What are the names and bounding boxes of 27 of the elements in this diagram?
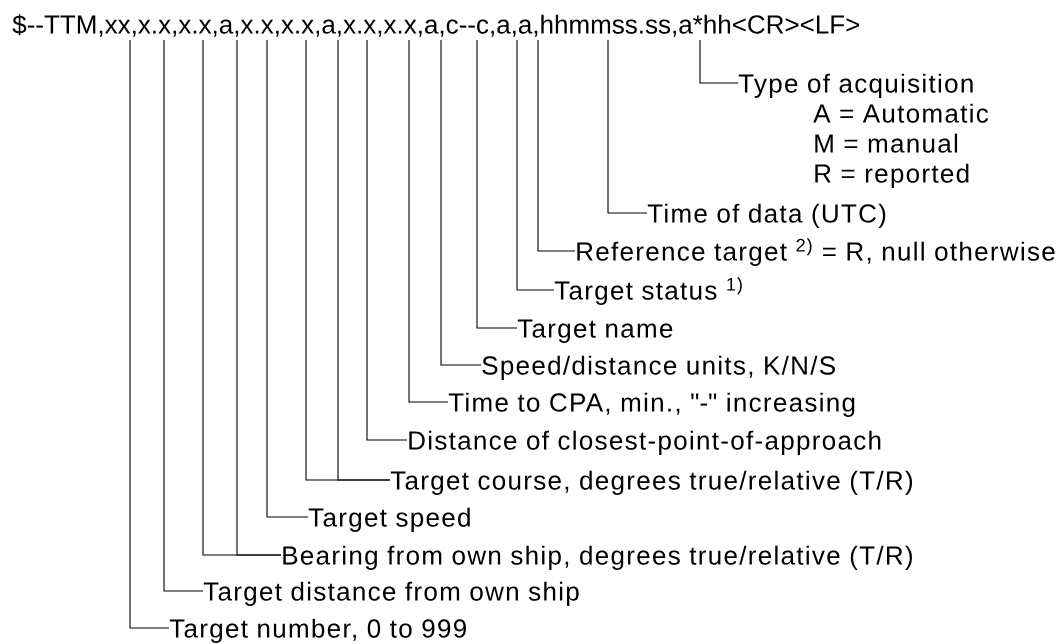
leader-line	[366, 39, 408, 441]
leader-line	[236, 39, 282, 556]
leader-line	[163, 39, 204, 592]
field-label: Type of acquisition A = Automatic M = manual R = reported	[738, 73, 989, 188]
field-label: Target status $^{1)}$	[554, 277, 742, 305]
leader-line	[408, 39, 449, 403]
field-label: Bearing from own ship, degrees true/relative (T/R)	[283, 545, 912, 570]
field-label: Distance of closest-point-of-approach	[409, 430, 881, 455]
field-label: Time to CPA, min., "-" increasing	[448, 392, 855, 417]
leader-line	[537, 39, 576, 252]
leader-line	[266, 39, 309, 518]
field-label: Target name	[517, 319, 673, 343]
field-label: Target speed	[308, 507, 470, 532]
leader-line	[607, 39, 648, 214]
leader-line	[129, 39, 170, 629]
field-label: Reference target $^{2)}$ = R, null otherwise	[577, 238, 1055, 266]
field-label: Target distance from own ship	[203, 581, 579, 606]
field-label: Target course, degrees true/relative (T/R)	[390, 470, 913, 495]
field-label: Time of data (UTC)	[647, 203, 886, 228]
leader-line	[337, 39, 391, 481]
leader-line	[699, 39, 739, 84]
field-label: Target number, 0 to 999	[169, 618, 466, 643]
leader-line	[516, 39, 555, 291]
field-label: Speed/distance units, K/N/S	[482, 355, 835, 380]
leader-line	[476, 39, 518, 329]
sentence-format: $--TTM,xx,x.x,x.x,a,x.x,x.x,a,x.x,x.x,a,c--c,a,a,hhmmss.ss,a*hh<CR><LF>	[12, 14, 860, 37]
leader-line	[440, 39, 482, 366]
